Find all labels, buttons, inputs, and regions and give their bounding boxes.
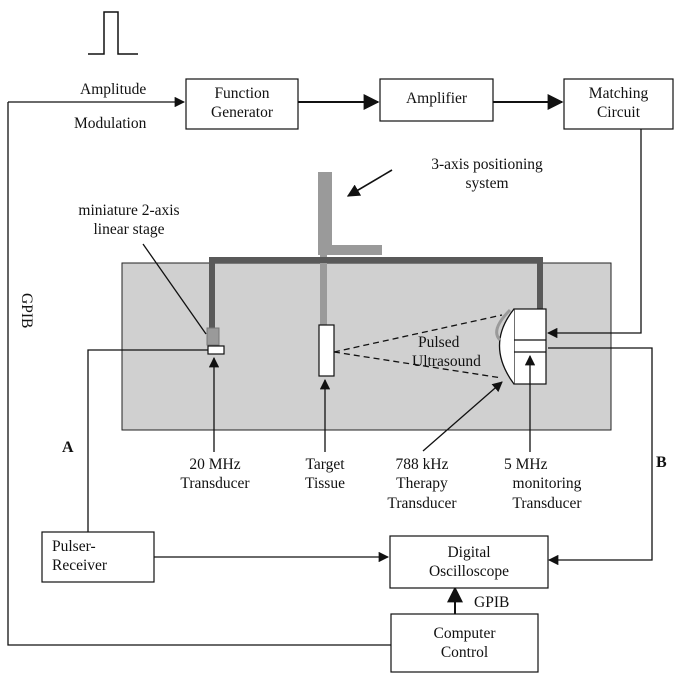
computer-control-label: Computer Control [433, 625, 496, 662]
therapy-pointer [422, 381, 503, 452]
computer-control-box [390, 613, 539, 673]
positioning-system-label: 3-axis positioning system [431, 156, 543, 193]
miniature-stage-block [206, 327, 220, 346]
positioning-pointer [346, 169, 393, 197]
therapy-transducer-face [498, 308, 515, 385]
amplitude-label: Amplitude [80, 81, 147, 98]
positioning-rod [320, 255, 327, 325]
function-generator-box [185, 78, 299, 130]
path-b-label: B [656, 454, 667, 471]
digital-oscilloscope-label: Digital Oscilloscope [428, 544, 510, 581]
function-generator-label: Function Generator [211, 85, 273, 122]
amplifier-box [379, 78, 494, 122]
positioning-arm [318, 245, 382, 255]
target-tissue-label: Target Tissue [305, 456, 345, 493]
monitoring-transducer-label: 5 MHz monitoring Transducer [504, 456, 582, 512]
modulation-label: Modulation [74, 115, 147, 132]
matching-circuit-box [563, 78, 674, 130]
positioning-column [318, 172, 332, 248]
linear-stage-label: miniature 2-axis linear stage [78, 202, 180, 239]
pulser-receiver-box [41, 531, 155, 583]
target-tissue [318, 324, 335, 377]
digital-oscilloscope-box [389, 535, 549, 589]
transducer-20mhz-label: 20 MHz Transducer [180, 456, 250, 493]
gpib-bottom-label: GPIB [474, 594, 510, 611]
beam-upper [333, 314, 503, 353]
mounting-frame [209, 257, 543, 330]
transducer-20mhz [207, 345, 225, 355]
therapy-transducer-label: 788 kHz Therapy Transducer [387, 456, 457, 512]
matching-circuit-label: Matching Circuit [588, 85, 649, 122]
beam-lower [333, 351, 503, 379]
stage-pointer [142, 243, 207, 335]
amplifier-label: Amplifier [405, 90, 468, 107]
path-a-label: A [62, 439, 74, 456]
pulsed-ultrasound-label: Pulsed Ultrasound [412, 334, 481, 371]
pulser-receiver-label: Pulser- Receiver [52, 538, 108, 575]
gpib-left-label: GPIB [18, 293, 35, 329]
pulse-waveform-icon [88, 11, 138, 55]
